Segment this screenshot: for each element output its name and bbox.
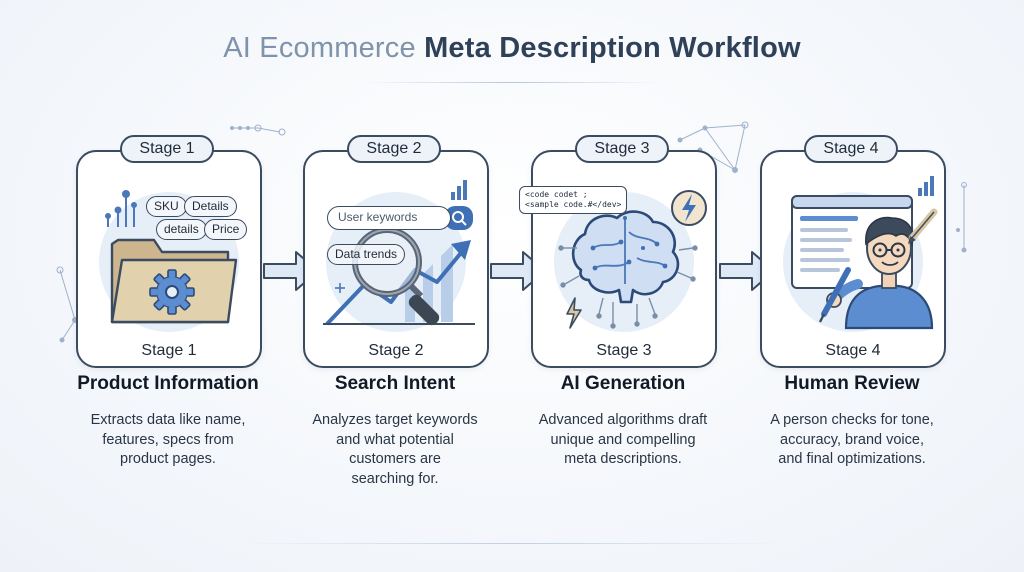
stage-3-label: Stage 3	[596, 342, 652, 359]
stage-3-badge: Stage 3	[575, 135, 669, 163]
stage-1-card: SKU Details details Price	[76, 150, 262, 368]
gear-icon	[149, 269, 195, 315]
stage-2-badge: Stage 2	[347, 135, 441, 163]
stylus-icon	[818, 267, 851, 323]
stage-1-title: Product Information	[77, 373, 259, 394]
stage-4-illustration	[783, 176, 938, 332]
chip-sku: SKU	[146, 196, 187, 217]
stage-2-label: Stage 2	[368, 342, 424, 359]
chip-details: Details	[184, 196, 237, 217]
chip-price: Price	[204, 219, 248, 240]
stage-4-label: Stage 4	[825, 342, 881, 359]
stage-3-illustration	[554, 190, 707, 332]
stage-4-card	[760, 150, 946, 368]
chip-details-lower: details	[156, 219, 207, 240]
stage-3-title: AI Generation	[560, 373, 686, 394]
user-keywords-field: User keywords	[327, 206, 451, 230]
stage-4-badge: Stage 4	[804, 135, 898, 163]
stage-4-title: Human Review	[784, 373, 920, 394]
stage-3-description: Advanced algorithms draft unique and com…	[538, 412, 708, 467]
stage-2-description: Analyzes target keywords and what potent…	[312, 412, 478, 487]
person-icon	[826, 216, 934, 330]
stage-4-description: A person checks for tone, accuracy, bran…	[770, 412, 934, 467]
pencil-icon	[908, 208, 938, 244]
stage-2-title: Search Intent	[334, 373, 456, 394]
page-title: AI Ecommerce Meta Description Workflow	[0, 32, 1024, 65]
stage-1-illustration	[99, 190, 239, 332]
stage-3-card: <code codet ;<sample code.#</dev>	[519, 150, 717, 368]
stage-1-badge: Stage 1	[120, 135, 214, 163]
data-trends-chip: Data trends	[327, 244, 406, 265]
lightning-icon	[671, 190, 707, 226]
code-snippet: <code codet ;<sample code.#</dev>	[519, 186, 628, 214]
search-button-icon	[445, 206, 473, 230]
folder-icon	[110, 238, 238, 324]
bottom-divider	[242, 543, 782, 544]
stage-1-label: Stage 1	[141, 342, 197, 359]
brain-circuit-icon	[571, 210, 680, 304]
title-part-2: Meta Description Workflow	[424, 32, 801, 64]
title-part-1: AI Ecommerce	[223, 32, 416, 64]
title-divider	[362, 82, 662, 83]
stage-2-card: User keywords Data trends	[303, 150, 489, 368]
stage-1-description: Extracts data like name, features, specs…	[90, 412, 246, 467]
